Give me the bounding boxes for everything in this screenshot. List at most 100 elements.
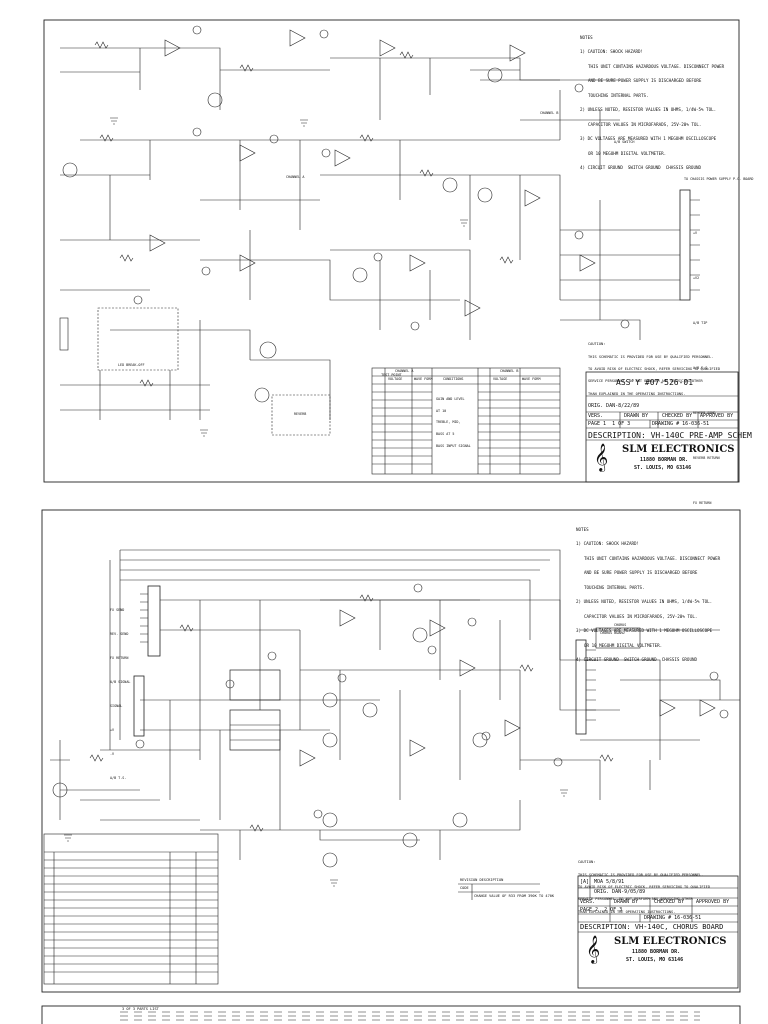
caution-line: THAN EXPLAINED IN THE OPERATING INSTRUCT… xyxy=(578,909,676,914)
pin-label: REVERB SEND xyxy=(693,411,716,415)
label-chorus-board: CHORUS BOARD xyxy=(600,631,625,635)
notes-heading: NOTES xyxy=(576,526,589,532)
table-channel-a: CHANNEL A xyxy=(395,369,414,373)
table-header-cell: VOLTAGE xyxy=(493,377,508,381)
schematic-sheet-2-drawing xyxy=(41,509,741,993)
table-header-cell: VOLTAGE xyxy=(388,377,403,381)
clef-logo-icon: 𝄞 xyxy=(594,443,609,471)
approved-by-label: APPROVED BY xyxy=(700,413,734,419)
note-line: OR 10 MEGOHM DIGITAL VOLTMETER. xyxy=(588,150,667,156)
notes-heading: NOTES xyxy=(580,34,593,40)
pin-label: SIGNAL xyxy=(110,704,123,708)
parts-list-sheet-3: 3 OF 3 PARTS LIST xyxy=(0,1002,768,1024)
label-reverb: REVERB xyxy=(294,412,307,416)
table-header-cell: WAVE FORM xyxy=(414,377,433,381)
condition-line: TREBLE, MID, xyxy=(436,420,461,425)
table-header-cell: TEST POINT xyxy=(381,372,402,377)
schematic-sheet-1: NOTES 1) CAUTION: SHOCK HAZARD! THIS UNI… xyxy=(0,0,768,505)
description: DESCRIPTION: VH-140C, CHORUS BOARD xyxy=(580,923,724,931)
parts-list-sheet-3-drawing xyxy=(41,1005,741,1024)
pin-label: FX RETURN xyxy=(693,501,712,505)
connector-pin-labels: FX SEND REV. SEND FX RETURN A/B SIGNAL S… xyxy=(110,590,130,798)
caution-line: TO AVOID RISK OF ELECTRIC SHOCK, REFER S… xyxy=(578,885,710,889)
mod-line: MOA 5/8/91 xyxy=(594,879,625,885)
notes-block: NOTES 1) CAUTION: SHOCK HAZARD! THIS UNI… xyxy=(576,518,720,673)
revision-heading: REVISION DESCRIPTION xyxy=(460,878,504,882)
note-line: AND BE SURE POWER SUPPLY IS DISCHARGED B… xyxy=(588,78,702,84)
note-line: CAPACITOR VALUES IN MICROFARADS, 25V-20%… xyxy=(584,613,698,619)
condition-line: BASS AT 5 xyxy=(436,431,455,436)
pin-label: +V xyxy=(110,728,115,732)
drawing-number: DRAWING # 16-036-51 xyxy=(644,915,702,921)
pin-label: A/B SIGNAL xyxy=(110,680,131,684)
table-header-cell: CONDITIONS xyxy=(443,377,464,381)
caution-heading: CAUTION: xyxy=(588,342,606,347)
caution-line: SERVICE PERSONNEL. DO NOT PERFORM ANY SE… xyxy=(588,379,703,384)
label-connector: TO CHASSIS POWER SUPPLY P.C. BOARD xyxy=(684,177,754,181)
note-line: 1) CAUTION: SHOCK HAZARD! xyxy=(580,49,644,55)
company-address-2: ST. LOUIS, MO 63146 xyxy=(634,465,692,471)
note-line: TOUCHING INTERNAL PARTS. xyxy=(584,584,645,590)
label-chorus: CHORUS xyxy=(614,623,627,627)
note-line: THIS UNIT CONTAINS HAZARDOUS VOLTAGE. DI… xyxy=(588,63,725,69)
company-address-1: 11880 BORMAN DR. xyxy=(632,949,681,955)
note-line: 3) DC VOLTAGES ARE MEASURED WITH 1 MEGOH… xyxy=(576,628,713,634)
pin-label: A/B TIP xyxy=(693,321,708,325)
caution-line: THIS SCHEMATIC IS PROVIDED FOR USE BY QU… xyxy=(588,354,714,359)
clef-logo-icon: 𝄞 xyxy=(586,935,601,963)
pin-label: REVERB RETURN xyxy=(693,456,720,460)
table-header-cell: WAVE FORM xyxy=(522,377,541,381)
note-line: 2) UNLESS NOTED, RESISTOR VALUES IN OHMS… xyxy=(580,107,717,113)
vers-label: VERS. xyxy=(580,899,596,905)
table-conditions: GAIN AND LEVEL AT 10 TREBLE, MID, BASS A… xyxy=(436,390,471,456)
note-line: THIS UNIT CONTAINS HAZARDOUS VOLTAGE. DI… xyxy=(584,555,721,561)
connector-pin-labels: +V +V2 A/B TIP A/B F.S. REVERB SEND REVE… xyxy=(693,196,720,541)
note-line: 2) UNLESS NOTED, RESISTOR VALUES IN OHMS… xyxy=(576,599,713,605)
approved-by-label: APPROVED BY xyxy=(696,899,730,905)
condition-line: AT 10 xyxy=(436,408,447,413)
schematic-sheet-1-drawing xyxy=(43,19,740,483)
orig-line: ORIG. DAN-9/05/89 xyxy=(594,889,646,895)
condition-line: BASS INPUT SIGNAL xyxy=(436,443,471,448)
revision-code: CODE xyxy=(460,886,469,890)
table-channel-b: CHANNEL B xyxy=(500,369,519,373)
note-line: 3) DC VOLTAGES ARE MEASURED WITH 1 MEGOH… xyxy=(580,136,717,142)
note-line: AND BE SURE POWER SUPPLY IS DISCHARGED B… xyxy=(584,570,698,576)
description: DESCRIPTION: VH-140C PRE-AMP SCHEM xyxy=(588,431,752,440)
drawn-by-label: DRAWN BY xyxy=(624,413,649,419)
checked-by-label: CHECKED BY xyxy=(662,413,693,419)
pin-label: FX RETURN xyxy=(110,656,129,660)
condition-line: GAIN AND LEVEL xyxy=(436,396,465,401)
pin-label: +V xyxy=(693,231,698,235)
note-line: 4) CIRCUIT GROUND SWITCH GROUND CHASSIS … xyxy=(576,657,698,663)
drawn-by-label: DRAWN BY xyxy=(614,899,639,905)
caution-block: CAUTION: THIS SCHEMATIC IS PROVIDED FOR … xyxy=(578,852,710,922)
label-channel-a: CHANNEL A xyxy=(286,175,305,179)
revision-line: CHANGE VALUE OF R33 FROM 390K TO 470K xyxy=(474,894,555,898)
company-name: SLM ELECTRONICS xyxy=(622,444,735,455)
note-line: CAPACITOR VALUES IN MICROFARADS, 25V-20%… xyxy=(588,121,702,127)
caution-line: THIS SCHEMATIC IS PROVIDED FOR USE BY QU… xyxy=(578,872,704,877)
note-line: OR 10 MEGOHM DIGITAL VOLTMETER. xyxy=(584,642,663,648)
orig-line: ORIG. DAN-8/22/89 xyxy=(588,403,640,409)
caution-line: TO AVOID RISK OF ELECTRIC SHOCK, REFER S… xyxy=(588,367,720,371)
label-ab-switch: A/B SWITCH xyxy=(614,140,635,144)
note-line: TOUCHING INTERNAL PARTS. xyxy=(588,92,649,98)
caution-line: THAN EXPLAINED IN THE OPERATING INSTRUCT… xyxy=(588,391,686,396)
assembly-number: ASS'Y #07-526-01 xyxy=(616,378,694,387)
note-line: 4) CIRCUIT GROUND SWITCH GROUND CHASSIS … xyxy=(580,165,702,171)
label-channel-b: CHANNEL B xyxy=(540,111,559,115)
drawing-number: DRAWING # 16-036-51 xyxy=(652,421,710,427)
company-address-1: 11880 BORMAN DR. xyxy=(640,457,689,463)
page-label: PAGE 1 1 OF 3 xyxy=(588,421,631,427)
revision-letter: [A] xyxy=(580,879,590,885)
caution-block: CAUTION: THIS SCHEMATIC IS PROVIDED FOR … xyxy=(588,334,720,404)
page-label: PAGE 2 2 OF 3 xyxy=(580,907,623,913)
company-name: SLM ELECTRONICS xyxy=(614,936,727,947)
pin-label: FX SEND xyxy=(110,608,125,612)
note-line: 1) CAUTION: SHOCK HAZARD! xyxy=(576,541,640,547)
caution-line: SERVICE PERSONNEL. DO NOT PERFORM ANY SE… xyxy=(578,897,693,902)
pin-label: A/B T.S. xyxy=(110,776,127,780)
pin-label: REV. SEND xyxy=(110,632,129,636)
test-table-header: TEST POINT xyxy=(373,370,402,382)
